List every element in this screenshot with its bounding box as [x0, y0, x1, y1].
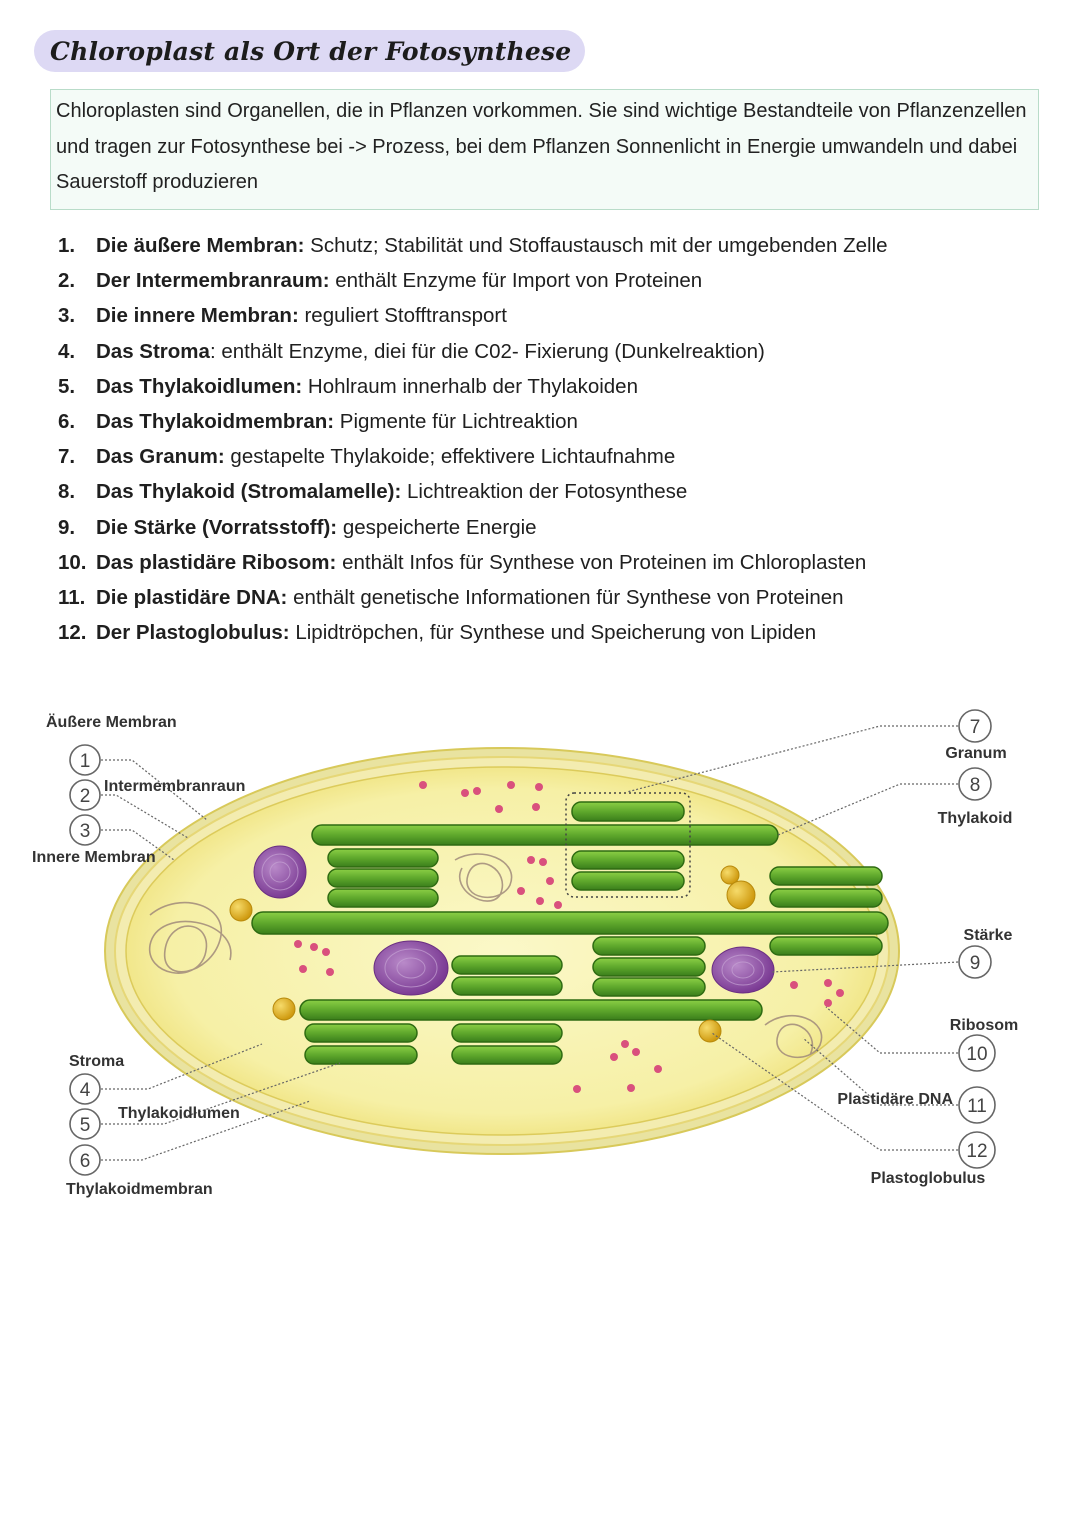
item-term: Die plastidäre DNA:	[96, 585, 288, 609]
number-label: 10	[966, 1044, 987, 1065]
item-desc: Pigmente für Lichtreaktion	[334, 409, 578, 433]
label-thylakoid-lumen: Thylakoidlumen	[118, 1105, 240, 1122]
list-item: 7. Das Granum: gestapelte Thylakoide; eff…	[58, 439, 888, 474]
item-number: 11.	[58, 585, 86, 609]
thylakoid-group	[251, 801, 889, 1065]
stroma-lamella	[299, 999, 763, 1021]
ribosomes	[294, 781, 844, 1093]
number-label: 3	[80, 821, 91, 842]
number-label: 12	[966, 1141, 987, 1162]
item-number: 12.	[58, 621, 87, 645]
number-circles	[69, 709, 996, 1176]
dna-tangle	[149, 853, 823, 1059]
item-number: 4.	[58, 339, 76, 363]
label-intermembrane-space: Intermembranraun	[104, 778, 245, 795]
item-number: 8.	[58, 480, 76, 504]
item-term: Das Thylakoid (Stromalamelle):	[96, 480, 402, 504]
list-item: 10. Das plastidäre Ribosom: enthält Infos…	[58, 545, 888, 580]
item-desc: Hohlraum innerhalb der Thylakoiden	[302, 374, 638, 398]
label-plastid-dna: Plastidäre DNA	[837, 1091, 953, 1108]
number-label: 8	[970, 775, 981, 796]
item-number: 7.	[58, 445, 76, 469]
label-starch: Stärke	[964, 927, 1013, 944]
page-title: Chloroplast als Ort der Fotosynthese	[50, 36, 572, 66]
label-thylakoid-membrane: Thylakoidmembran	[66, 1181, 213, 1198]
item-term: Das Thylakoidlumen:	[96, 374, 303, 398]
number-label: 5	[80, 1115, 91, 1136]
label-granum: Granum	[945, 745, 1006, 762]
list-item: 2. Der Intermembranraum: enthält Enzyme f…	[58, 263, 888, 298]
item-desc: gespeicherte Energie	[337, 515, 537, 539]
item-desc: Lipidtröpchen, für Synthese und Speicher…	[289, 621, 817, 645]
number-label: 6	[80, 1151, 91, 1172]
item-number: 5.	[58, 374, 76, 398]
label-ribosome: Ribosom	[950, 1017, 1018, 1034]
number-label: 1	[80, 751, 91, 772]
number-label: 4	[80, 1080, 91, 1101]
list-item: 3. Die innere Membran: reguliert Stofftra…	[58, 298, 888, 333]
item-term: Das Granum:	[96, 445, 225, 469]
title-badge: Chloroplast als Ort der Fotosynthese	[34, 30, 586, 72]
list-item: 9. Die Stärke (Vorratsstoff): gespeichert…	[58, 510, 888, 545]
number-label: 2	[80, 786, 91, 807]
item-desc: Lichtreaktion der Fotosynthese	[401, 480, 688, 504]
item-desc: enthält genetische Informationen für Syn…	[287, 585, 844, 609]
item-term: Das plastidäre Ribosom:	[96, 550, 337, 574]
list-item: 4. Das Stroma: enthält Enzyme, diei für d…	[58, 334, 888, 369]
item-desc: gestapelte Thylakoide; effektivere Licht…	[224, 445, 676, 469]
item-number: 6.	[58, 409, 76, 433]
item-term: Der Plastoglobulus:	[96, 621, 290, 645]
granum-highlight	[565, 792, 691, 898]
number-label: 7	[970, 717, 981, 738]
item-number: 2.	[58, 269, 76, 293]
item-desc: enthält Infos für Synthese von Proteinen…	[336, 550, 867, 574]
item-term: Das Stroma	[96, 339, 210, 363]
plastoglobuli	[229, 865, 756, 1043]
label-inner-membrane: Innere Membran	[32, 849, 156, 866]
list-item: 6. Das Thylakoidmembran: Pigmente für Lic…	[58, 404, 888, 439]
item-desc: : enthält Enzyme, diei für die C02- Fixi…	[209, 339, 765, 363]
item-term: Der Intermembranraum:	[96, 269, 330, 293]
stroma-lamella	[251, 911, 889, 935]
item-desc: reguliert Stofftransport	[298, 304, 507, 328]
list-item: 12. Der Plastoglobulus: Lipidtröpchen, fü…	[58, 615, 888, 650]
list-item: 1. Die äußere Membran: Schutz; Stabilität…	[58, 228, 888, 263]
item-desc: Schutz; Stabilität und Stoffaustausch mi…	[304, 234, 888, 257]
number-label: 9	[970, 953, 981, 974]
number-label: 11	[967, 1096, 987, 1117]
item-term: Die innere Membran:	[96, 304, 299, 328]
intro-box: Chloroplasten sind Organellen, die in Pf…	[50, 89, 1039, 210]
stroma-lamella	[311, 824, 779, 846]
chloroplast-diagram: 1 2 3 4 5 6 7 8 9 10 11 12 Äußere Membra…	[32, 709, 1018, 1198]
stroma-area	[125, 766, 879, 1136]
item-number: 1.	[58, 234, 76, 257]
list-item: 8. Das Thylakoid (Stromalamelle): Lichtre…	[58, 474, 888, 509]
label-plastoglobulus: Plastoglobulus	[871, 1170, 986, 1187]
list-item: 5. Das Thylakoidlumen: Hohlraum innerhalb…	[58, 369, 888, 404]
label-thylakoid: Thylakoid	[938, 810, 1013, 827]
item-number: 9.	[58, 515, 76, 539]
structure-list: 1. Die äußere Membran: Schutz; Stabilität…	[58, 228, 888, 650]
label-stroma: Stroma	[69, 1053, 124, 1070]
item-term: Die Stärke (Vorratsstoff):	[96, 515, 338, 539]
item-number: 3.	[58, 304, 76, 328]
label-outer-membrane: Äußere Membran	[46, 713, 177, 731]
leader-lines	[101, 725, 959, 1161]
item-number: 10.	[58, 550, 87, 574]
item-term: Das Thylakoidmembran:	[96, 409, 335, 433]
item-term: Die äußere Membran:	[96, 234, 305, 257]
list-item: 11. Die plastidäre DNA: enthält genetisch…	[58, 580, 888, 615]
item-desc: enthält Enzyme für Import von Proteinen	[329, 269, 703, 293]
